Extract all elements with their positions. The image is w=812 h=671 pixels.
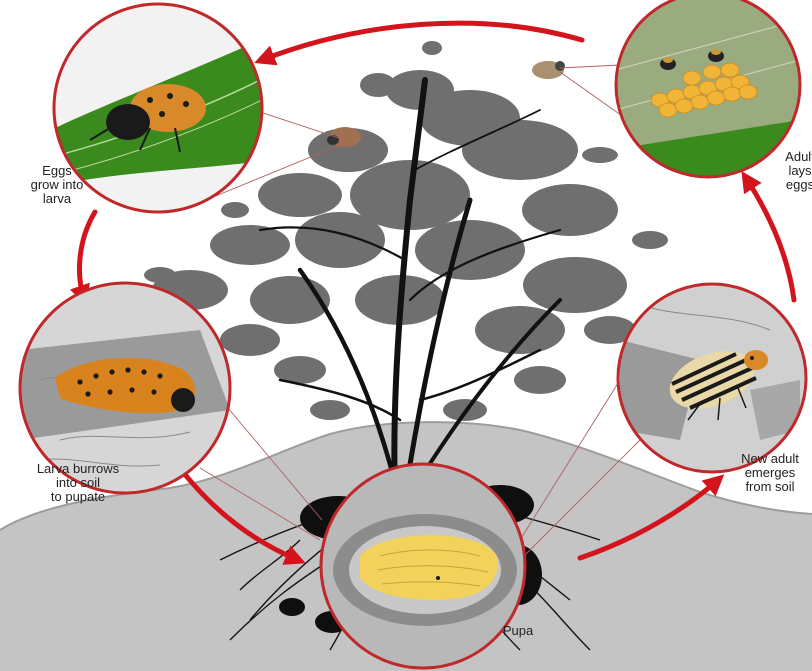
arrow-adult-to-eggs bbox=[262, 23, 582, 60]
arrow-eggs-to-larva bbox=[79, 212, 95, 298]
circle-new-adult bbox=[615, 280, 812, 480]
label-adult-lays-eggs: Adult lays eggs bbox=[760, 150, 812, 192]
label-eggs-grow-into-larva: Eggs grow into larva bbox=[22, 164, 92, 206]
label-pupa: Pupa bbox=[488, 624, 548, 638]
beetle-on-leaf-icon bbox=[532, 61, 565, 79]
pupa-icon bbox=[360, 535, 498, 600]
arrow-emerge-to-adult bbox=[746, 178, 794, 300]
label-larva-burrows: Larva burrows into soil to pupate bbox=[14, 462, 142, 504]
label-new-adult-emerges: New adult emerges from soil bbox=[718, 452, 812, 494]
